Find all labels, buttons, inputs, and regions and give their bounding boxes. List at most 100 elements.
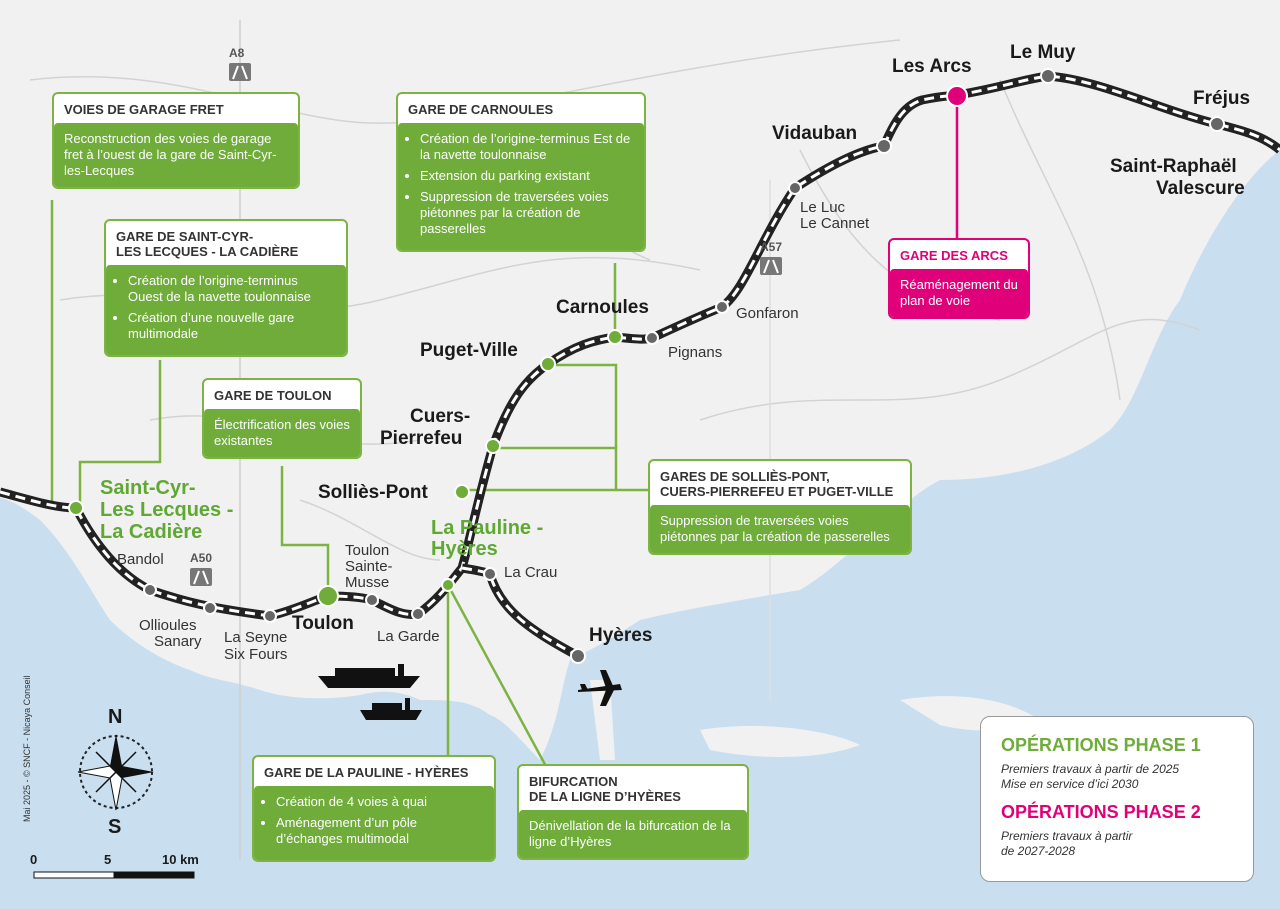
city-label: Gonfaron <box>736 305 799 322</box>
station-dot <box>570 648 586 664</box>
callout-gare-des-arcs: GARE DES ARCS Réaménagement du plan de v… <box>888 238 1030 319</box>
plane-icon <box>578 670 622 706</box>
land-mass <box>0 0 1280 760</box>
city-label: Toulon <box>292 613 354 634</box>
callout-voies-garage-fret: VOIES DE GARAGE FRET Reconstruction des … <box>52 92 300 189</box>
city-label: Le Cannet <box>800 215 870 232</box>
city-label: Saint-Cyr- <box>100 477 196 499</box>
city-label: Sanary <box>154 633 202 650</box>
motorway-label: A50 <box>190 551 213 565</box>
scale-label: 5 <box>104 852 112 867</box>
station-dot <box>483 567 497 581</box>
city-label: La Cadière <box>100 521 203 543</box>
city-label: Le Muy <box>1010 42 1076 63</box>
station-dot <box>203 601 217 615</box>
stations <box>68 68 1225 664</box>
compass-north-label: N <box>108 706 123 728</box>
legend-phase2-line: Premiers travaux à partir <box>1001 829 1133 843</box>
city-label: Solliès-Pont <box>318 482 428 503</box>
callout-list: Création de l’origine-terminus Est de la… <box>398 123 644 250</box>
callout-gare-carnoules: GARE DE CARNOULES Création de l’origine-… <box>396 92 646 252</box>
city-label: Vidauban <box>772 123 858 144</box>
city-label: Cuers- <box>410 406 471 427</box>
motorway-icon <box>190 63 782 586</box>
station-dot <box>143 583 157 597</box>
callout-gare-saint-cyr: GARE DE SAINT-CYR-LES LECQUES - LA CADIÈ… <box>104 219 348 357</box>
callout-title: GARE DE CARNOULES <box>408 102 554 117</box>
station-dot-phase2 <box>946 85 968 107</box>
city-label: Valescure <box>1156 178 1245 199</box>
station-dot <box>1040 68 1056 84</box>
callout-title: GARES DE SOLLIÈS-PONT,CUERS-PIERREFEU ET… <box>660 469 894 499</box>
city-label: La Garde <box>377 628 440 645</box>
motorway-label: A8 <box>229 46 245 60</box>
city-label: Fréjus <box>1193 88 1251 109</box>
city-label: La Seyne <box>224 629 288 646</box>
ferry-icon <box>318 664 422 720</box>
station-dot-phase1 <box>441 578 455 592</box>
city-label: Puget-Ville <box>420 340 518 361</box>
callout-text: Suppression de traversées voies piétonne… <box>650 505 910 553</box>
legend-phase2-title: OPÉRATIONS PHASE 2 <box>1001 802 1201 822</box>
station-dot <box>876 138 892 154</box>
city-label: Pierrefeu <box>380 428 463 449</box>
station-dot-phase1 <box>485 438 501 454</box>
city-label: Musse <box>345 574 390 591</box>
scale-label: 0 <box>30 852 38 867</box>
callout-gares-sollies-cuers-puget: GARES DE SOLLIÈS-PONT,CUERS-PIERREFEU ET… <box>648 459 912 555</box>
city-label: Saint-Raphaël <box>1110 156 1237 177</box>
city-label: Hyères <box>431 538 498 560</box>
city-label: La Crau <box>504 564 558 581</box>
city-label: Ollioules <box>139 617 197 634</box>
motorway-label: A57 <box>760 240 783 254</box>
callout-text: Réaménagement du plan de voie <box>890 269 1028 317</box>
city-label: Six Fours <box>224 646 288 663</box>
legend-phase1-title: OPÉRATIONS PHASE 1 <box>1001 735 1201 755</box>
city-label: Pignans <box>668 344 723 361</box>
station-dot <box>788 181 802 195</box>
callout-title: GARE DE LA PAULINE - HYÈRES <box>264 765 469 780</box>
callout-gare-toulon: GARE DE TOULON Électrification des voies… <box>202 378 362 459</box>
callout-text: Dénivellation de la bifurcation de la li… <box>519 810 747 858</box>
callout-title: VOIES DE GARAGE FRET <box>64 102 224 117</box>
callout-list: Création de 4 voies à quaiAménagement d’… <box>254 786 494 860</box>
station-dot <box>263 609 277 623</box>
legend: OPÉRATIONS PHASE 1 Premiers travaux à pa… <box>980 716 1254 882</box>
compass-rose-icon <box>77 734 154 811</box>
city-label: Bandol <box>117 551 164 568</box>
legend-phase1-line: Premiers travaux à partir de 2025 <box>1001 762 1180 776</box>
callout-title: GARE DE SAINT-CYR-LES LECQUES - LA CADIÈ… <box>116 229 299 259</box>
callout-list: Création de l’origine-terminus Ouest de … <box>106 265 346 355</box>
scale-bar <box>33 871 195 879</box>
station-dot-phase1 <box>540 356 556 372</box>
credit-text: Mai 2025 - © SNCF - Nicaya Conseil <box>22 675 32 822</box>
city-label: Les Lecques - <box>100 499 234 521</box>
city-label: Hyères <box>589 625 653 646</box>
city-label: Le Luc <box>800 199 846 216</box>
city-label: Carnoules <box>556 297 649 318</box>
callout-gare-la-pauline: GARE DE LA PAULINE - HYÈRES Création de … <box>252 755 496 862</box>
city-label: Sainte- <box>345 558 393 575</box>
station-dot-phase1 <box>68 500 84 516</box>
station-dot-phase1 <box>607 329 623 345</box>
compass-south-label: S <box>108 816 122 838</box>
station-dot <box>411 607 425 621</box>
city-label: La Pauline - <box>431 517 544 539</box>
station-dot-phase1 <box>317 585 339 607</box>
callout-text: Reconstruction des voies de garage fret … <box>54 123 298 187</box>
callout-title: GARE DE TOULON <box>214 388 332 403</box>
city-label: Les Arcs <box>892 56 972 77</box>
station-dot <box>365 593 379 607</box>
legend-phase2-line: de 2027-2028 <box>1001 844 1076 858</box>
station-dot <box>715 300 729 314</box>
legend-phase1-line: Mise en service d’ici 2030 <box>1001 777 1139 791</box>
station-dot <box>1209 116 1225 132</box>
station-dot <box>645 331 659 345</box>
city-label: Toulon <box>345 542 390 559</box>
callout-title: GARE DES ARCS <box>900 248 1008 263</box>
callout-text: Électrification des voies existantes <box>204 409 360 457</box>
scale-label: 10 km <box>162 852 199 867</box>
island <box>700 725 860 757</box>
